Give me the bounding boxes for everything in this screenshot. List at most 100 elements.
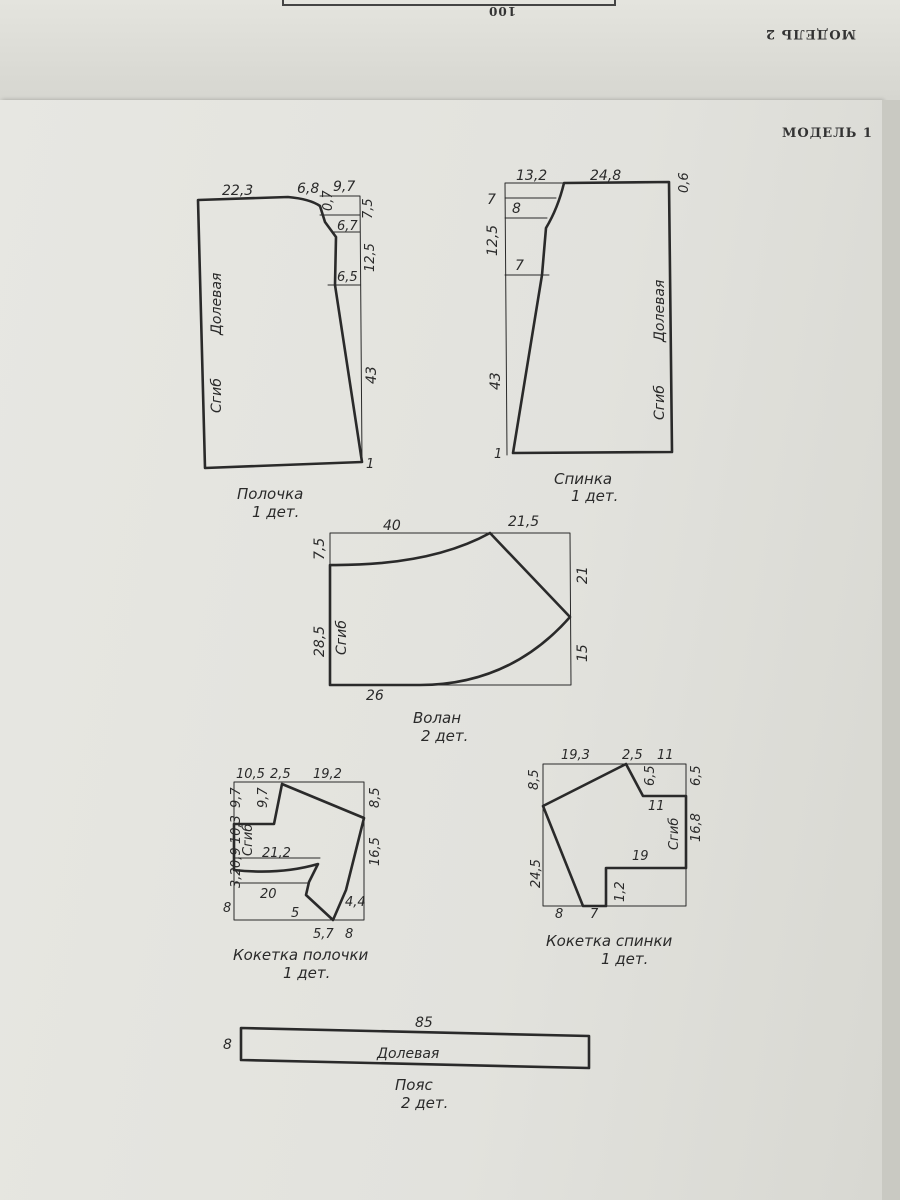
- volan-piece: 40 21,5 7,5 21 28,5 Сгиб 15 26 Волан 2 д…: [312, 514, 591, 745]
- kp-dim-21-2: 21,2: [262, 846, 291, 861]
- kp-dim-10-5: 10,5: [236, 767, 265, 782]
- koketka-spinki-outline: [541, 762, 688, 908]
- volan-outline: [328, 531, 572, 687]
- polochka-grain-label: Долевая: [209, 273, 225, 336]
- pattern-sheet: МОДЕЛЬ 1: [0, 100, 882, 1200]
- volan-title: Волан: [413, 709, 461, 727]
- ks-dim-11-top: 11: [657, 748, 674, 763]
- koketka-spinki-title: Кокетка спинки: [546, 932, 673, 950]
- spinka-construction: [504, 182, 565, 456]
- volan-dim-28-5: 28,5: [312, 626, 328, 657]
- koketka-spinki-frame: [542, 763, 687, 907]
- koketka-spinki-count: 1 дет.: [601, 950, 648, 968]
- volan-dim-15: 15: [575, 644, 591, 662]
- polochka-dim-shoulder: 9,7: [333, 179, 355, 195]
- volan-frame: [329, 532, 572, 686]
- kp-fold-label: Сгиб: [241, 824, 256, 856]
- spinka-dim-0-6: 0,6: [677, 172, 692, 193]
- spinka-dim-7-top: 7: [487, 192, 496, 208]
- ks-dim-1-2: 1,2: [613, 881, 628, 902]
- koketka-spinki-piece: 19,3 2,5 11 8,5 6,5 6,5 11 Сгиб 16,8 19 …: [527, 748, 704, 968]
- polochka-piece: 22,3 6,8 9,7 0,7 7,5 6,7 12,5 6,5 43 1 Д…: [196, 179, 380, 521]
- polochka-construction: [319, 195, 363, 463]
- kp-dim-8-bottom: 8: [345, 927, 353, 942]
- spinka-count: 1 дет.: [571, 487, 618, 505]
- kp-dim-10-3: 10,3: [229, 815, 244, 844]
- koketka-polochki-frame: [233, 781, 365, 921]
- ks-dim-19: 19: [632, 849, 649, 864]
- ks-dim-11-mid: 11: [648, 799, 665, 814]
- kp-dim-9-7-outer: 9,7: [229, 787, 244, 808]
- model-label: МОДЕЛЬ 1: [782, 126, 873, 141]
- koketka-polochki-piece: 10,5 2,5 19,2 9,7 9,7 8,5 10,3 Сгиб 16,5…: [223, 767, 383, 982]
- poyas-count: 2 дет.: [401, 1094, 448, 1112]
- spinka-dim-43: 43: [488, 372, 504, 390]
- ks-dim-8: 8: [555, 907, 563, 922]
- kp-dim-20: 20: [260, 887, 277, 902]
- volan-dim-21-5: 21,5: [508, 514, 539, 530]
- ks-fold-label: Сгиб: [667, 818, 682, 850]
- poyas-piece: 85 8 Долевая Пояс 2 дет.: [223, 1015, 591, 1112]
- ks-dim-7: 7: [590, 907, 599, 922]
- kp-dim-2-5: 2,5: [270, 767, 291, 782]
- poyas-dim-85: 85: [415, 1015, 433, 1031]
- polochka-dim-top: 22,3: [222, 183, 253, 199]
- polochka-title: Полочка: [237, 485, 303, 503]
- spinka-dim-7-mid: 7: [515, 258, 524, 274]
- polochka-dim-neck: 6,8: [297, 181, 319, 197]
- poyas-title: Пояс: [395, 1076, 433, 1094]
- kp-dim-3-2: 3,2: [229, 867, 244, 888]
- kp-dim-19-2: 19,2: [313, 767, 342, 782]
- ks-dim-6-5-outer: 6,5: [689, 765, 704, 786]
- spinka-title: Спинка: [554, 470, 612, 488]
- poyas-dim-8: 8: [223, 1037, 232, 1053]
- ks-dim-24-5: 24,5: [529, 859, 544, 888]
- koketka-polochki-title: Кокетка полочки: [233, 946, 369, 964]
- spinka-dim-13-2: 13,2: [516, 168, 547, 184]
- volan-dim-21: 21: [575, 566, 591, 584]
- spinka-fold-label: Сгиб: [652, 385, 668, 420]
- kp-dim-9-7-inner: 9,7: [256, 787, 271, 808]
- ks-dim-2-5: 2,5: [622, 748, 643, 763]
- spinka-dim-8: 8: [512, 201, 521, 217]
- polochka-dim-6-5: 6,5: [337, 270, 358, 285]
- spinka-grain-label: Долевая: [652, 280, 668, 343]
- previous-page-frame-edge: [282, 0, 616, 6]
- kp-dim-4-4: 4,4: [345, 895, 366, 910]
- page-edge: [882, 100, 900, 1200]
- kp-dim-5-7: 5,7: [313, 927, 334, 942]
- polochka-dim-6-7: 6,7: [337, 219, 358, 234]
- polochka-count: 1 дет.: [252, 503, 299, 521]
- ks-dim-19-3: 19,3: [561, 748, 590, 763]
- volan-dim-26: 26: [366, 688, 384, 704]
- polochka-dim-43: 43: [364, 366, 380, 384]
- polochka-fold-label: Сгиб: [209, 378, 225, 413]
- volan-count: 2 дет.: [421, 727, 468, 745]
- ks-dim-6-5-inner: 6,5: [643, 765, 658, 786]
- polochka-dim-12-5: 12,5: [363, 243, 378, 272]
- volan-dim-40: 40: [383, 518, 401, 534]
- volan-fold-label: Сгиб: [334, 620, 350, 655]
- kp-dim-16-5: 16,5: [368, 837, 383, 866]
- kp-dim-8-left: 8: [223, 901, 231, 916]
- poyas-outline: [239, 1026, 591, 1070]
- kp-dim-5: 5: [291, 906, 299, 921]
- polochka-outline: [196, 195, 364, 470]
- spinka-piece: 13,2 24,8 0,6 7 8 12,5 7 43 1 Долевая Сг…: [485, 168, 692, 505]
- poyas-grain-label: Долевая: [376, 1046, 439, 1062]
- kp-dim-0-9: 0,9: [229, 847, 244, 868]
- polochka-dim-7-5: 7,5: [361, 198, 376, 219]
- spinka-dim-12-5: 12,5: [485, 225, 501, 256]
- ks-dim-8-5: 8,5: [527, 769, 542, 790]
- volan-dim-7-5: 7,5: [312, 538, 328, 560]
- koketka-polochki-outline: [232, 782, 366, 922]
- spinka-dim-1: 1: [494, 447, 502, 462]
- polochka-dim-0-7: 0,7: [321, 190, 336, 211]
- ks-dim-16-8: 16,8: [689, 813, 704, 842]
- kp-dim-8-5: 8,5: [368, 787, 383, 808]
- polochka-dim-1: 1: [366, 457, 374, 472]
- koketka-polochki-count: 1 дет.: [283, 964, 330, 982]
- spinka-dim-24-8: 24,8: [590, 168, 621, 184]
- spinka-outline: [511, 180, 674, 455]
